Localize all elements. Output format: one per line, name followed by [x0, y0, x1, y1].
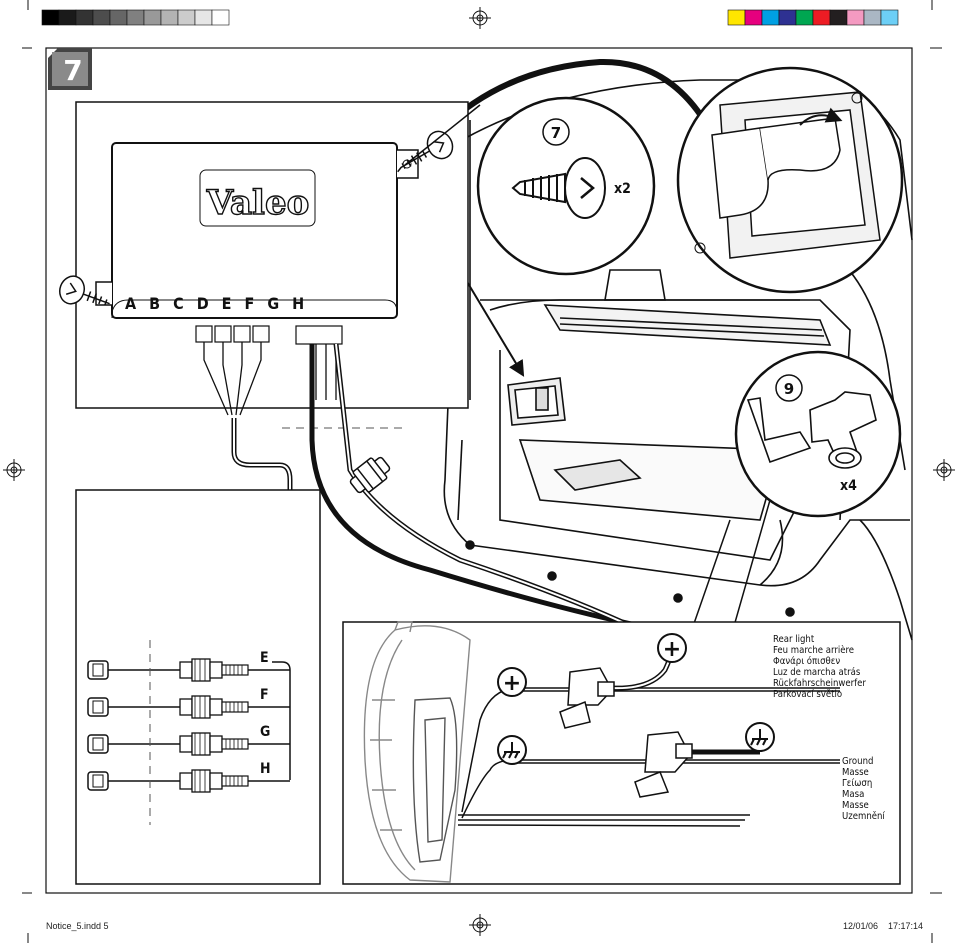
screw-icon — [511, 157, 606, 219]
footer-file: Notice_5.indd 5 — [46, 921, 109, 931]
ground-labels: Ground Masse Γείωση Masa Masse Uzemnění — [842, 756, 885, 822]
gray-swatch — [143, 9, 162, 26]
ground-symbol-icon — [745, 722, 775, 752]
sensors-panel: E F G H — [75, 489, 321, 885]
color-swatch — [846, 9, 865, 26]
rear-light-labels: Rear light Feu marche arrière Φανάρι όπι… — [773, 634, 866, 700]
wiring-detail-panel: + + Rear light Feu marche arrière Φανάρι… — [342, 621, 901, 885]
rear-light-label: Rear light — [773, 634, 815, 645]
tail-light-housing — [363, 621, 471, 883]
scotch-lock-icon — [746, 391, 877, 469]
ground-label: Ground — [842, 756, 873, 767]
gray-swatch — [41, 9, 60, 26]
brand-logo: Valeo — [206, 183, 310, 223]
color-swatch — [795, 9, 814, 26]
screw-icon — [58, 275, 110, 306]
color-swatch — [727, 9, 746, 26]
color-swatch — [829, 9, 848, 26]
quantity-label: x2 — [614, 181, 631, 197]
page-frame — [45, 47, 913, 894]
sensor-label: F — [260, 687, 269, 703]
callout-number: 9 — [784, 380, 794, 398]
gray-swatch — [211, 9, 230, 26]
color-swatch — [761, 9, 780, 26]
gray-swatch — [194, 9, 213, 26]
gray-swatch — [109, 9, 128, 26]
plus-symbol: + — [657, 633, 687, 663]
inline-fuse-holder — [349, 456, 391, 494]
svg-text:+: + — [663, 637, 681, 662]
color-swatch — [863, 9, 882, 26]
gray-swatch — [58, 9, 77, 26]
rear-light-label: Feu marche arrière — [773, 645, 854, 656]
parking-sensor: E — [87, 650, 290, 682]
footer-time: 17:17:14 — [888, 921, 924, 931]
step-number: 7 — [63, 54, 82, 87]
color-swatch — [744, 9, 763, 26]
gray-swatch — [92, 9, 111, 26]
grayscale-calibration-bar — [41, 9, 230, 26]
ground-label: Uzemnění — [842, 811, 885, 822]
svg-text:+: + — [503, 671, 521, 696]
control-unit-box — [111, 142, 398, 319]
gray-swatch — [177, 9, 196, 26]
parking-sensor: G — [87, 724, 290, 756]
sensor-label: G — [260, 724, 270, 740]
scotch-lock-icon — [634, 731, 693, 798]
ground-label: Masa — [842, 789, 864, 800]
rear-light-label: Luz de marcha atrás — [773, 667, 861, 678]
connector-letters: A B C D E F G H — [125, 294, 308, 313]
registration-marks — [3, 0, 955, 943]
gray-swatch — [126, 9, 145, 26]
color-swatch — [778, 9, 797, 26]
color-swatch — [880, 9, 899, 26]
callout-number: 7 — [551, 124, 561, 142]
ground-label: Masse — [842, 767, 869, 778]
scotch-lock-icon — [559, 667, 615, 729]
rear-light-label: Φανάρι όπισθεν — [773, 656, 840, 667]
quantity-label: x4 — [840, 478, 857, 494]
plus-symbol: + — [497, 667, 527, 697]
color-swatch — [812, 9, 831, 26]
gray-swatch — [75, 9, 94, 26]
ground-label: Masse — [842, 800, 869, 811]
control-unit-panel: Valeo A B C D E F G H — [58, 101, 469, 416]
rear-light-label: Rückfahrscheinwerfer — [773, 678, 866, 689]
clip-callout: 9 x4 — [734, 350, 902, 518]
step-badge: 7 — [48, 48, 92, 90]
gray-swatch — [160, 9, 179, 26]
rear-light-label: Parkovací světlo — [773, 689, 842, 700]
adhesive-pad-callout — [676, 66, 904, 294]
ground-label: Γείωση — [842, 778, 872, 789]
parking-sensor: F — [87, 687, 290, 719]
sensor-label: H — [260, 761, 271, 777]
car-rear-illustration — [443, 79, 913, 641]
color-calibration-bar — [727, 9, 899, 26]
footer-date: 12/01/06 — [843, 921, 879, 931]
ground-symbol-icon — [497, 735, 527, 765]
sensor-label: E — [260, 650, 269, 666]
screw-callout: 7 x2 — [476, 96, 656, 276]
parking-sensor: H — [87, 761, 290, 793]
screw-icon — [397, 130, 454, 173]
